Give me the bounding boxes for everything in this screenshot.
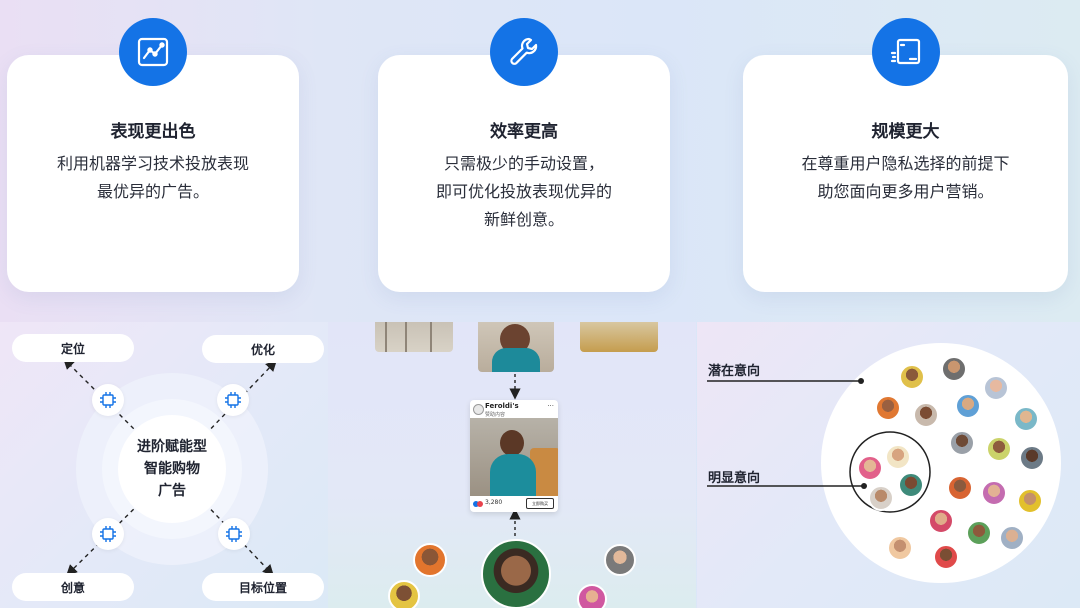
photo-thumbnail	[375, 322, 453, 352]
creative-flow-panel: Feroldi's 赞助内容 ··· 3,280 立即购买	[328, 322, 696, 608]
feature-description: 只需极少的手动设置， 即可优化投放表现优异的 新鲜创意。	[435, 154, 612, 229]
feature-title: 规模更大	[871, 122, 940, 142]
wrench-icon	[490, 18, 558, 86]
person-avatar	[1017, 488, 1043, 514]
person-avatar	[887, 535, 913, 561]
chip-icon	[217, 384, 249, 416]
brand-logo	[473, 404, 484, 415]
label-explicit-intent: 明显意向	[708, 471, 761, 486]
person-avatar	[604, 544, 636, 576]
person-avatar	[1019, 445, 1045, 471]
chip-icon	[92, 384, 124, 416]
feature-description: 在尊重用户隐私选择的前提下 助您面向更多用户营销。	[801, 154, 1010, 201]
person-avatar	[941, 356, 967, 382]
ad-image	[470, 418, 558, 496]
person-avatar	[999, 525, 1025, 551]
person-avatar-featured	[481, 539, 551, 608]
person-avatar	[388, 580, 420, 608]
person-avatar	[949, 430, 975, 456]
feature-title: 表现更出色	[110, 122, 196, 142]
person-avatar	[1013, 406, 1039, 432]
person-avatar	[983, 375, 1009, 401]
person-avatar	[955, 393, 981, 419]
person-avatar	[413, 543, 447, 577]
likes-count: 3,280	[485, 499, 503, 506]
feature-card-performance: 表现更出色 利用机器学习技术投放表现 最优异的广告。	[7, 18, 299, 292]
label-placement: 目标位置	[202, 573, 324, 601]
person-avatar	[857, 455, 883, 481]
chart-line-icon	[119, 18, 187, 86]
ad-preview-card: Feroldi's 赞助内容 ··· 3,280 立即购买	[470, 400, 558, 512]
person-avatar	[947, 475, 973, 501]
person-avatar	[933, 544, 959, 570]
person-avatar	[577, 584, 607, 608]
feature-card-efficiency: 效率更高 只需极少的手动设置， 即可优化投放表现优异的 新鲜创意。	[378, 18, 670, 292]
person-avatar	[898, 472, 924, 498]
flow-arrows	[509, 374, 521, 536]
label-targeting: 定位	[12, 334, 134, 362]
person-avatar	[875, 395, 901, 421]
reaction-icons	[473, 501, 485, 507]
photo-thumbnail	[580, 322, 658, 352]
chip-icon	[218, 518, 250, 550]
feature-description: 利用机器学习技术投放表现 最优异的广告。	[56, 154, 249, 201]
person-avatar	[868, 485, 894, 511]
chip-icon	[92, 518, 124, 550]
feature-card-scale: 规模更大 在尊重用户隐私选择的前提下 助您面向更多用户营销。	[743, 18, 1068, 292]
person-avatar	[899, 364, 925, 390]
person-avatar	[928, 508, 954, 534]
shop-now-button[interactable]: 立即购买	[526, 498, 554, 509]
person-avatar	[986, 436, 1012, 462]
person-avatar	[966, 520, 992, 546]
photo-thumbnail	[478, 322, 554, 372]
more-icon[interactable]: ···	[547, 402, 554, 410]
label-creative: 创意	[12, 573, 134, 601]
person-avatar	[913, 402, 939, 428]
audience-panel: 潜在意向 明显意向	[697, 322, 1080, 608]
shopping-ads-diagram: 定位 优化 创意 目标位置 进阶赋能型 智能购物 广告	[0, 322, 328, 608]
brand-name: Feroldi's	[485, 402, 519, 410]
sponsored-label: 赞助内容	[485, 412, 506, 418]
label-potential-intent: 潜在意向	[708, 364, 761, 379]
label-optimization: 优化	[202, 335, 324, 363]
person-avatar	[885, 444, 911, 470]
person-avatar	[981, 480, 1007, 506]
browser-window-icon	[871, 18, 940, 86]
feature-title: 效率更高	[490, 122, 558, 142]
advantage-shopping-core: 进阶赋能型 智能购物 广告	[118, 415, 226, 523]
